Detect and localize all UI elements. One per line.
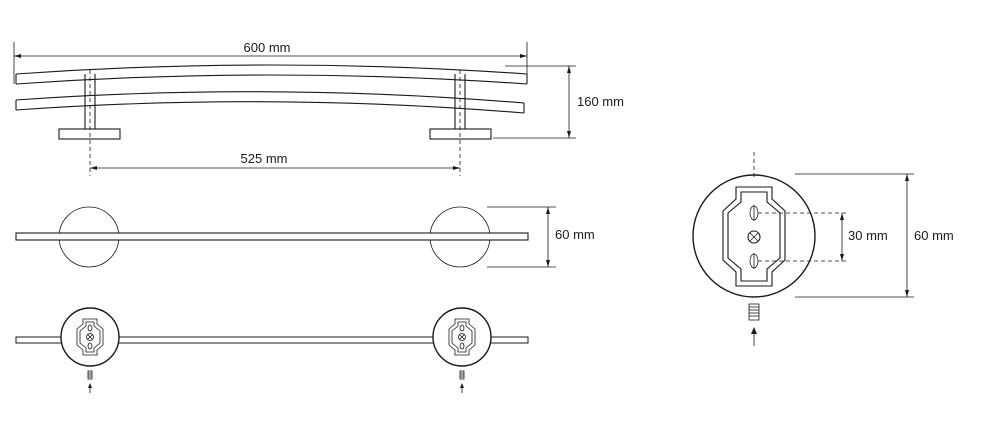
rear-right-mount (432, 307, 492, 393)
dimension-top-view-width: 60 mm (487, 206, 595, 268)
dimension-mount-spacing: 525 mm (90, 151, 460, 170)
detail-diameter-label: 60 mm (914, 228, 954, 243)
top-view-width-label: 60 mm (555, 227, 595, 242)
detail-set-screw (748, 303, 760, 346)
top-view: 60 mm (15, 206, 595, 268)
dimension-depth: 160 mm (493, 65, 624, 139)
depth-label: 160 mm (577, 94, 624, 109)
dimension-overall-length: 600 mm (13, 40, 528, 84)
right-post (429, 74, 492, 140)
side-view: 600 mm (13, 40, 624, 176)
slot-spacing-label: 30 mm (848, 228, 888, 243)
rear-left-mount (60, 307, 120, 393)
dimension-slot-spacing: 30 mm (840, 213, 888, 261)
left-post (58, 74, 121, 140)
towel-bars (15, 64, 528, 114)
detail-view: 30 mm 60 mm (692, 152, 954, 346)
rear-view (15, 307, 529, 393)
mount-spacing-label: 525 mm (241, 151, 288, 166)
dimension-detail-diameter: 60 mm (795, 173, 954, 298)
overall-length-label: 600 mm (244, 40, 291, 55)
